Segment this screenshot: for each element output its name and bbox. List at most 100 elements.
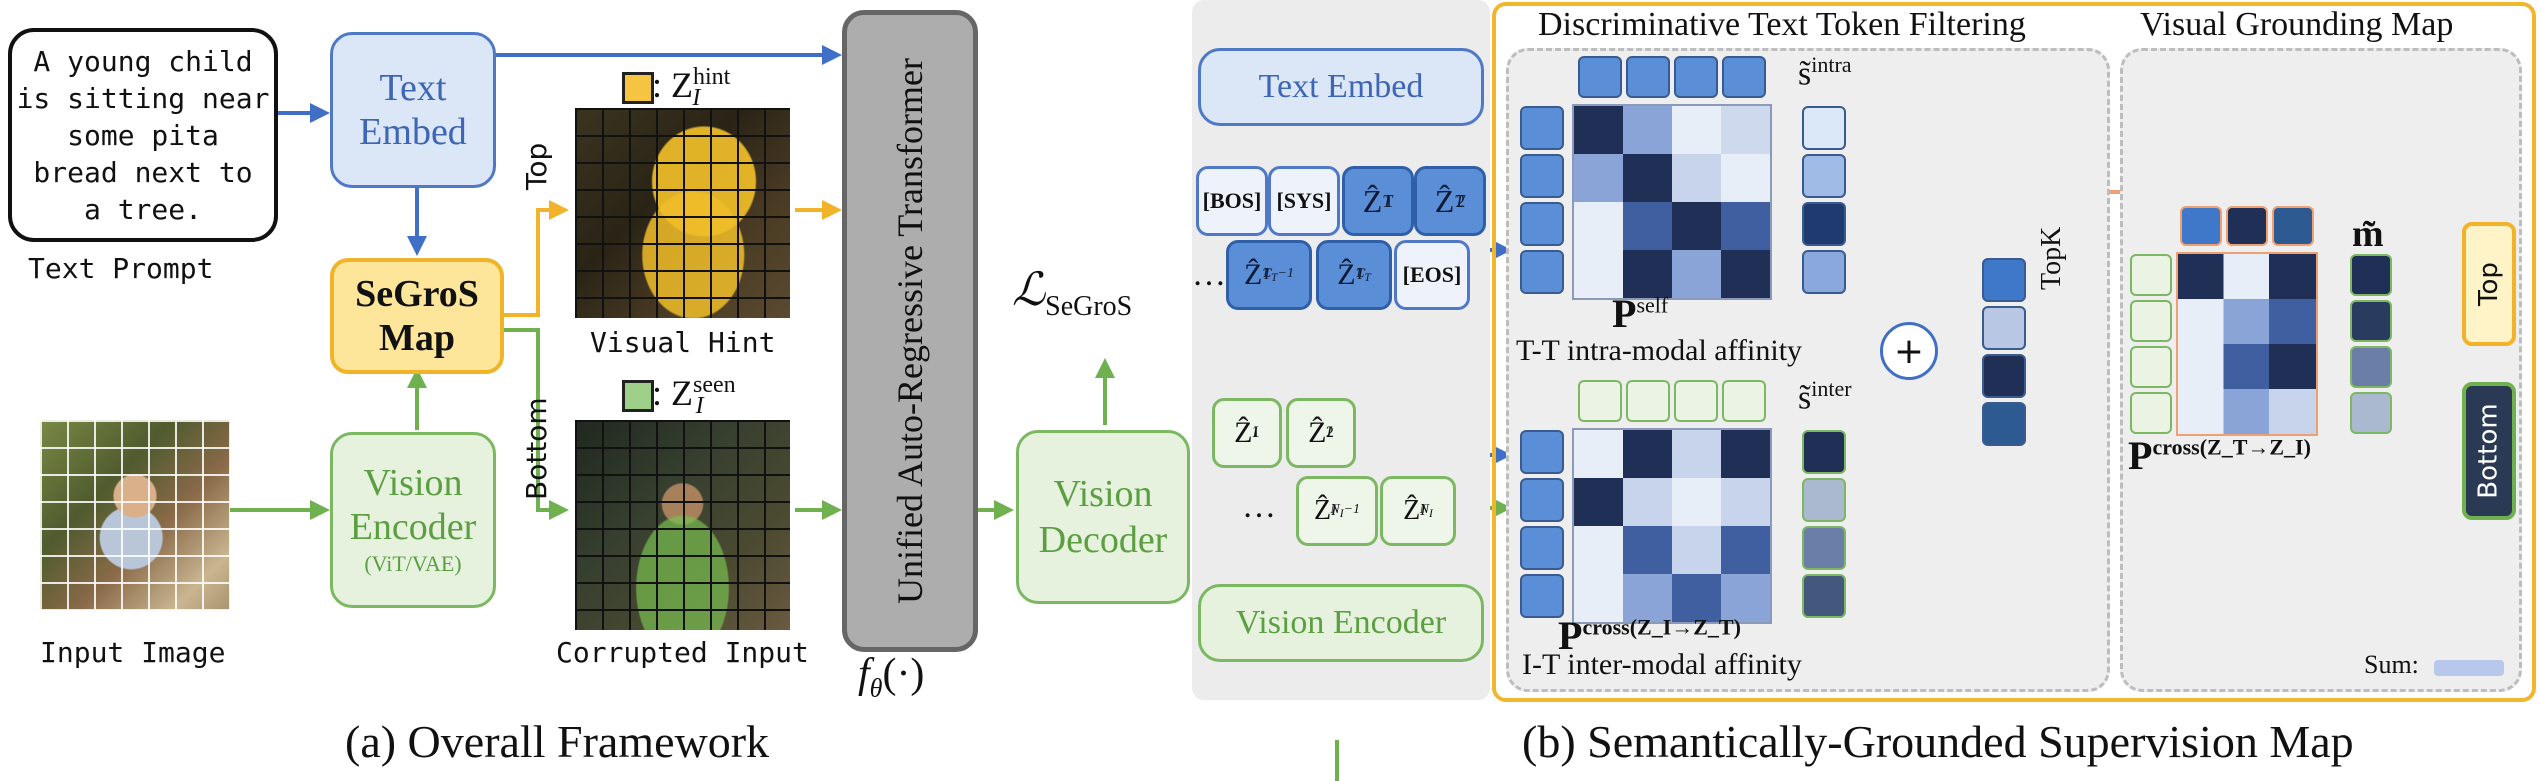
vgm-row-token	[2130, 346, 2172, 388]
vision-encoder-sub: (ViT/VAE)	[364, 551, 462, 576]
p-cross-it-sup: cross(Z_I→Z_T)	[1582, 614, 1741, 640]
vision-token-ellipsis: …	[1242, 488, 1276, 525]
plus-node: +	[1880, 322, 1938, 380]
text-embed-box: Text Embed	[330, 32, 496, 188]
sys-token: [SYS]	[1268, 166, 1340, 236]
vision-decoder-line1: Vision	[1053, 473, 1153, 515]
seen-legend: : ZseenI	[652, 372, 736, 420]
vgm-col-token	[2226, 206, 2268, 246]
cross-it-col-token	[1578, 380, 1622, 422]
cross-it-col-token	[1674, 380, 1718, 422]
hint-legend-text: : Z	[652, 65, 693, 105]
combined-score-cell	[1982, 402, 2026, 446]
prompt-line: a tree.	[83, 192, 202, 226]
combined-score-cell	[1982, 354, 2026, 398]
transformer-block: Unified Auto-Regressive Transformer	[842, 10, 978, 652]
vision-encoder-line2: Encoder	[349, 506, 477, 548]
seen-swatch	[622, 380, 654, 412]
segros-line2: Map	[379, 317, 455, 359]
prompt-line: bread next to	[33, 155, 253, 189]
vision-encoder-line1: Vision	[363, 462, 463, 504]
hint-swatch	[622, 72, 654, 104]
s-inter-symbol: s̃	[1798, 379, 1812, 417]
m-tilde-cell	[2350, 254, 2392, 296]
self-affinity-block	[1520, 56, 1850, 306]
s-intra-sup: intra	[1811, 52, 1852, 77]
text-prompt-bubble: A young child is sitting near some pita …	[8, 28, 278, 242]
loss-symbol: ℒ	[1012, 264, 1046, 315]
self-row-token	[1520, 202, 1564, 246]
caption-b: (b) Semantically-Grounded Supervision Ma…	[1522, 716, 2354, 767]
segros-map-box: SeGroS Map	[330, 258, 504, 374]
s-intra-cell	[1802, 106, 1846, 150]
s-intra-cell	[1802, 154, 1846, 198]
vision-encoder-box: Vision Encoder (ViT/VAE)	[330, 432, 496, 608]
text-embed-box-b: Text Embed	[1198, 48, 1484, 126]
m-tilde-label: m̃	[2352, 213, 2384, 255]
bottom-output-box: Bottom	[2462, 382, 2516, 520]
p-cross-it-label: Pcross(Z_I→Z_T)	[1558, 612, 1741, 659]
s-intra-symbol: s̃	[1798, 55, 1812, 93]
cross-it-matrix	[1572, 428, 1772, 624]
p-cross-ti-sup: cross(Z_T→Z_I)	[2152, 434, 2311, 460]
p-self-sup: self	[1636, 292, 1669, 318]
input-image-label: Input Image	[40, 636, 226, 669]
loss-sub: SeGroS	[1045, 291, 1133, 323]
vgm-title: Visual Grounding Map	[2140, 6, 2454, 43]
s-inter-cell	[1802, 478, 1846, 522]
vgm-block	[2130, 206, 2410, 446]
input-image	[40, 420, 230, 610]
vgm-row-token	[2130, 254, 2172, 296]
text-embed-line2: Embed	[359, 111, 467, 153]
self-col-token	[1626, 56, 1670, 98]
p-self-symbol: P	[1612, 291, 1637, 336]
seen-sup: seen	[693, 372, 736, 398]
segros-top-arrow	[498, 200, 569, 317]
vision-encoder-box-b: Vision Encoder	[1198, 584, 1484, 662]
eos-token: [EOS]	[1394, 240, 1470, 310]
text-token-ellipsis: …	[1192, 256, 1226, 293]
combined-score-cell	[1982, 306, 2026, 350]
cross-it-col-token	[1722, 380, 1766, 422]
caption-a: (a) Overall Framework	[345, 716, 770, 767]
s-inter-label: s̃inter	[1798, 376, 1852, 417]
m-tilde-cell	[2350, 300, 2392, 342]
prompt-line: A young child	[33, 44, 253, 78]
dttf-title: Discriminative Text Token Filtering	[1538, 6, 2026, 43]
top-output-label: Top	[2474, 262, 2504, 306]
sum-legend-arrow	[2434, 660, 2504, 676]
m-tilde-cell	[2350, 392, 2392, 434]
cross-it-row-token	[1520, 430, 1564, 474]
vision-decoder-box: Vision Decoder	[1016, 430, 1190, 604]
cross-it-row-token	[1520, 526, 1564, 570]
hint-legend: : ZhintI	[652, 64, 730, 112]
self-row-token	[1520, 250, 1564, 294]
bottom-label: Bottom	[520, 397, 553, 500]
corrupted-input-label: Corrupted Input	[556, 636, 809, 669]
cross-it-row-token	[1520, 478, 1564, 522]
bos-token: [BOS]	[1196, 166, 1268, 236]
self-col-token	[1674, 56, 1718, 98]
p-cross-it-symbol: P	[1558, 613, 1583, 658]
cross-it-col-token	[1626, 380, 1670, 422]
f-theta-f: f	[858, 651, 870, 697]
text-embed-line1: Text	[379, 67, 447, 109]
self-row-token	[1520, 154, 1564, 198]
vgm-matrix	[2176, 252, 2318, 436]
topk-label: TopK	[2036, 226, 2067, 290]
vgm-col-token	[2272, 206, 2314, 246]
cross-it-row-token	[1520, 574, 1564, 618]
segros-loss: ℒSeGroS	[1012, 262, 1132, 323]
s-intra-cell	[1802, 250, 1846, 294]
combined-score-cell	[1982, 258, 2026, 302]
prompt-line: some pita	[67, 118, 219, 152]
vgm-row-token	[2130, 392, 2172, 434]
f-theta-label: fθ(·)	[858, 650, 924, 703]
segros-module-frame	[1492, 2, 2536, 702]
cross-it-block	[1520, 380, 1850, 630]
